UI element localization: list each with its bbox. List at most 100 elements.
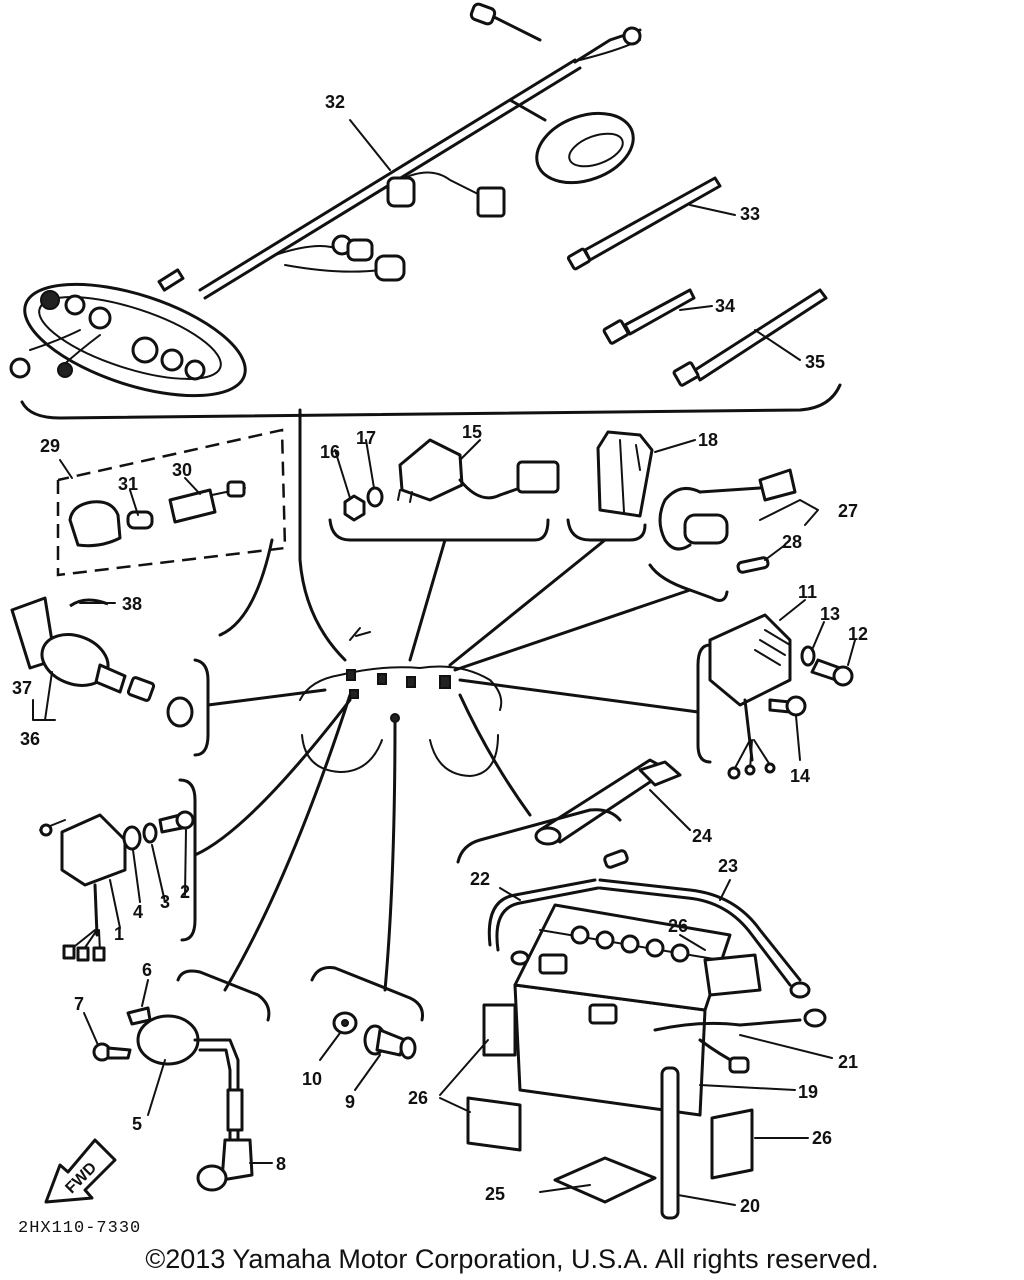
forward-arrow-icon: FWD <box>44 1138 117 1204</box>
rectifier-11[interactable] <box>708 613 792 780</box>
cable-23[interactable] <box>598 849 811 999</box>
callout-3: 3 <box>160 892 170 912</box>
pad-26d[interactable] <box>710 1108 754 1180</box>
washer-4[interactable] <box>122 825 142 851</box>
pad-26b[interactable] <box>482 1003 517 1057</box>
callout-2: 2 <box>180 882 190 902</box>
callout-17: 17 <box>356 428 376 448</box>
group-bracket-1 <box>178 778 197 942</box>
callout-leaders <box>32 119 856 1206</box>
group-bracket-27 <box>648 563 729 602</box>
group-bracket-top <box>20 383 842 420</box>
callout-10: 10 <box>302 1069 322 1089</box>
callout-13: 13 <box>820 604 840 624</box>
leader-battery <box>458 693 532 817</box>
bolt-2[interactable] <box>158 810 195 834</box>
washer-17[interactable] <box>366 486 384 508</box>
cable-tie-33[interactable] <box>566 176 722 271</box>
callout-4: 4 <box>133 902 143 922</box>
group-bracket-battery <box>456 808 622 864</box>
fuse-holder-27[interactable] <box>658 468 797 551</box>
cover-18[interactable] <box>596 430 654 518</box>
callout-24: 24 <box>692 826 712 846</box>
callout-28: 28 <box>782 532 802 552</box>
callout-numbers: 32 33 34 35 29 31 30 16 17 15 18 27 28 3… <box>12 92 868 1216</box>
leader-1 <box>193 698 352 857</box>
washer-10[interactable] <box>332 1011 358 1035</box>
cable-21[interactable] <box>653 1008 827 1032</box>
battery-band-24[interactable] <box>534 758 682 846</box>
breather-hose-20[interactable] <box>660 1038 750 1220</box>
wire-harness-32[interactable] <box>9 2 643 419</box>
drawing-code: 2HX110-7330 <box>18 1219 141 1238</box>
callout-36: 36 <box>20 729 40 749</box>
cable-tie-35[interactable] <box>672 288 828 387</box>
callout-21: 21 <box>838 1052 858 1072</box>
leader-harness <box>298 408 347 662</box>
callout-25: 25 <box>485 1184 505 1204</box>
frame-sketch <box>299 627 503 777</box>
callout-1: 1 <box>114 924 124 944</box>
screw-7[interactable] <box>92 1042 132 1062</box>
plug-cap-8[interactable] <box>196 1138 254 1192</box>
callout-15: 15 <box>462 422 482 442</box>
leader-27 <box>453 588 692 672</box>
group-bracket-11 <box>696 643 712 764</box>
leader-36 <box>206 688 327 707</box>
callout-11: 11 <box>798 582 817 602</box>
main-switch-36[interactable] <box>10 596 194 728</box>
pad-26c[interactable] <box>466 1096 522 1152</box>
nut-16[interactable] <box>343 494 366 522</box>
callout-8: 8 <box>276 1154 286 1174</box>
cdi-unit-1[interactable] <box>39 813 127 962</box>
callout-30: 30 <box>172 460 192 480</box>
callout-34: 34 <box>715 296 735 316</box>
callout-26-right: 26 <box>812 1128 832 1148</box>
screw-6[interactable] <box>126 1006 152 1026</box>
bolt-14[interactable] <box>768 695 807 717</box>
cable-22[interactable] <box>487 878 600 966</box>
leader-5 <box>223 693 352 992</box>
bolt-12[interactable] <box>810 658 854 687</box>
copyright-notice: ©2013 Yamaha Motor Corporation, U.S.A. A… <box>145 1244 879 1274</box>
callout-26-left: 26 <box>408 1088 428 1108</box>
callout-27: 27 <box>838 501 858 521</box>
fuse-28[interactable] <box>736 556 770 574</box>
group-bracket-5 <box>176 969 271 1022</box>
washer-13[interactable] <box>800 645 816 667</box>
indicator-group-29[interactable] <box>56 428 287 577</box>
callout-20: 20 <box>740 1196 760 1216</box>
callout-31: 31 <box>118 474 138 494</box>
callout-16: 16 <box>320 442 340 462</box>
callout-29: 29 <box>40 436 60 456</box>
pad-25[interactable] <box>553 1156 657 1204</box>
callout-12: 12 <box>848 624 868 644</box>
group-bracket-relay <box>328 518 550 542</box>
callout-35: 35 <box>805 352 825 372</box>
group-bracket-9 <box>310 966 424 1022</box>
callout-26-top: 26 <box>668 916 688 936</box>
battery-19[interactable] <box>513 903 732 1117</box>
callout-37: 37 <box>12 678 32 698</box>
callout-18: 18 <box>698 430 718 450</box>
neutral-switch-9[interactable] <box>363 1024 417 1060</box>
cable-tie-34[interactable] <box>602 288 696 345</box>
group-bracket-36 <box>193 658 210 757</box>
callout-32: 32 <box>325 92 345 112</box>
callout-22: 22 <box>470 869 490 889</box>
ignition-coil-5[interactable] <box>136 1014 244 1142</box>
washer-3[interactable] <box>142 822 158 844</box>
leader-relay <box>408 538 447 662</box>
pad-26a[interactable] <box>703 953 762 997</box>
callout-5: 5 <box>132 1114 142 1134</box>
leader-18 <box>448 538 607 667</box>
leader-11 <box>458 678 700 714</box>
starter-relay-15[interactable] <box>397 438 560 503</box>
callout-6: 6 <box>142 960 152 980</box>
callout-19: 19 <box>798 1082 818 1102</box>
leader-29 <box>218 538 274 637</box>
callout-9: 9 <box>345 1092 355 1112</box>
callout-38: 38 <box>122 594 142 614</box>
callout-33: 33 <box>740 204 760 224</box>
